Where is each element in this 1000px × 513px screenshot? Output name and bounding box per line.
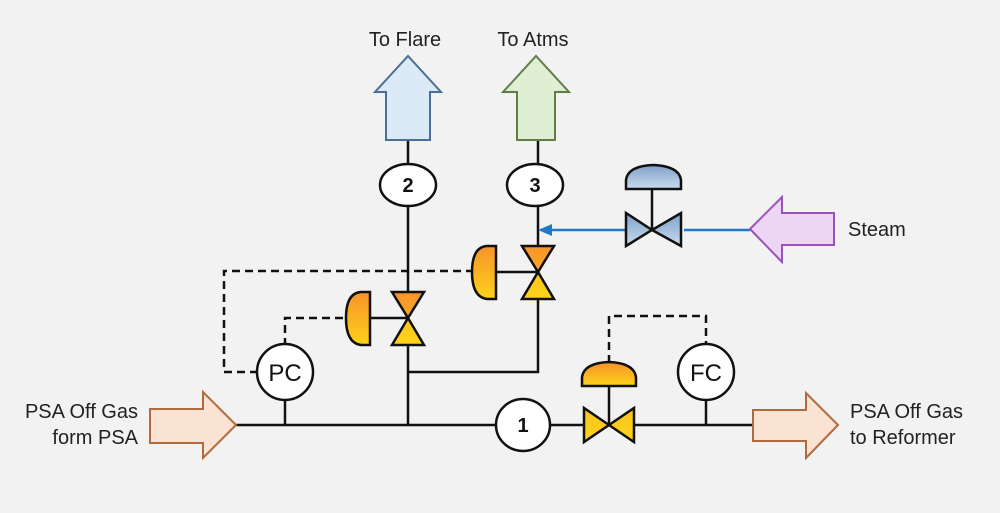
marker-3: 3 <box>505 162 565 208</box>
svg-text:3: 3 <box>529 175 540 197</box>
to-atms-arrow-icon <box>500 54 572 141</box>
marker-1: 1 <box>494 397 552 453</box>
svg-text:PC: PC <box>268 360 301 387</box>
pc-to-flare-valve-signal <box>283 316 346 346</box>
outlet-arrow-icon <box>752 390 840 461</box>
steam-arrow-icon <box>748 194 835 265</box>
to-flare-arrow-icon <box>372 54 444 141</box>
pressure-controller-pc[interactable]: PC <box>255 342 315 402</box>
pc-to-vent-valve-signal <box>222 269 475 374</box>
svg-text:2: 2 <box>402 175 413 197</box>
to-atms-label: To Atms <box>497 29 568 51</box>
steam-label: Steam <box>848 219 906 241</box>
svg-text:1: 1 <box>517 415 528 437</box>
to-flare-label: To Flare <box>369 29 441 51</box>
inlet-arrow-icon <box>149 389 238 461</box>
inlet-label-line1: PSA Off Gas <box>25 401 138 423</box>
fc-to-flow-valve-signal <box>607 314 708 363</box>
svg-text:FC: FC <box>690 360 722 387</box>
vent-control-valve[interactable] <box>470 244 557 301</box>
flow-controller-fc[interactable]: FC <box>676 342 736 402</box>
steam-control-valve[interactable] <box>624 163 683 249</box>
vent-branch-pipe <box>408 300 540 374</box>
marker-2: 2 <box>378 162 438 208</box>
flare-control-valve[interactable] <box>344 290 427 347</box>
flow-control-valve[interactable] <box>580 360 638 445</box>
outlet-label-line1: PSA Off Gas <box>850 401 963 423</box>
steam-flow-arrowhead-icon <box>538 224 552 236</box>
inlet-label-line2: form PSA <box>52 427 138 449</box>
outlet-label-line2: to Reformer <box>850 427 956 449</box>
